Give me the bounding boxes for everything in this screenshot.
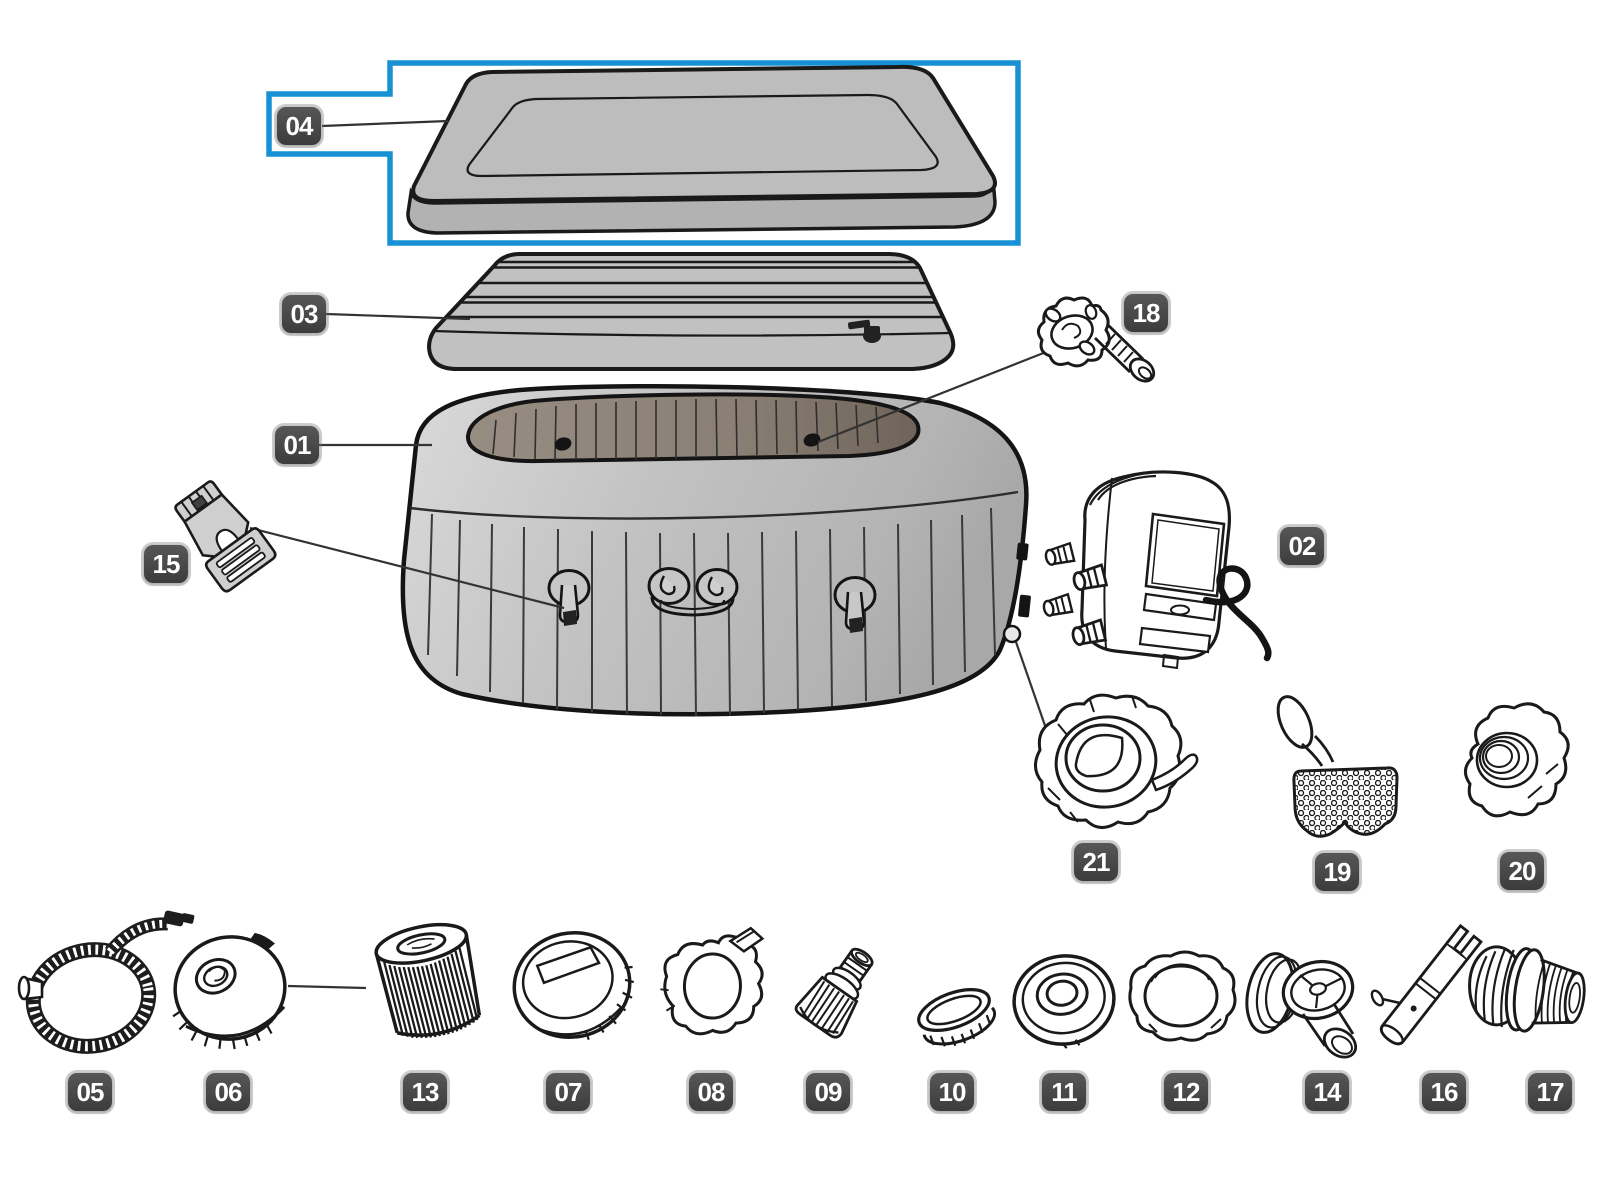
part-02-pump-drawing [1042, 470, 1272, 670]
part-20-nut-drawing [1464, 702, 1570, 818]
tub-jet-hole-right [803, 433, 821, 447]
part-08-clamp-ring-drawing [660, 926, 765, 1036]
pump-power-cable [1202, 565, 1272, 662]
leader-04 [321, 119, 449, 128]
part-badge-13[interactable]: 13 [403, 1073, 447, 1111]
part-badge-20[interactable]: 20 [1500, 852, 1544, 890]
leader-03 [325, 312, 471, 321]
part-05-hose-drawing [17, 910, 195, 1054]
part-18-jet-drawing [1037, 296, 1156, 383]
part-13-filter-cartridge-drawing [374, 922, 482, 1039]
part-10-stopper-ring-drawing [917, 988, 997, 1047]
leader-lines [249, 119, 1052, 990]
part-21-coupling-drawing [1034, 693, 1199, 829]
part-17-threaded-connector-drawing [1468, 945, 1586, 1033]
part-04-lid-top-cover-drawing[interactable] [406, 64, 997, 235]
part-badge-12[interactable]: 12 [1164, 1073, 1208, 1111]
tub-drain-port [1002, 624, 1022, 644]
part-09-hose-adapter-drawing [794, 947, 874, 1039]
part-07-screw-cap-drawing [512, 930, 635, 1041]
part-badge-11[interactable]: 11 [1042, 1073, 1086, 1111]
part-badge-03[interactable]: 03 [282, 295, 326, 333]
leader-21 [1014, 641, 1052, 741]
tub-side-ports [1016, 542, 1031, 618]
part-badge-21[interactable]: 21 [1074, 843, 1118, 881]
highlight-callout-04[interactable] [266, 60, 1021, 246]
part-19-pillow-drawing [1276, 695, 1399, 838]
part-badge-06[interactable]: 06 [206, 1073, 250, 1111]
part-15-buckle-drawing [174, 480, 277, 593]
part-12-lock-nut-drawing [1128, 950, 1237, 1042]
part-03-lid-bladder-drawing [426, 252, 956, 371]
part-badge-10[interactable]: 10 [930, 1073, 974, 1111]
pump-ports [1042, 541, 1109, 646]
part-14-elbow-strainer-drawing [1245, 952, 1358, 1059]
part-01-tub-drawing [400, 384, 1031, 717]
part-06-filter-cap-drawing [172, 932, 287, 1050]
part-11-grommet-drawing [1012, 954, 1116, 1049]
part-badge-19[interactable]: 19 [1315, 853, 1359, 891]
bladder-valve [847, 319, 881, 343]
tub-strap-loop-left [547, 569, 591, 626]
tub-carry-handle [647, 567, 739, 617]
part-badge-05[interactable]: 05 [68, 1073, 112, 1111]
part-badge-17[interactable]: 17 [1528, 1073, 1572, 1111]
part-badge-02[interactable]: 02 [1280, 527, 1324, 565]
part-badge-14[interactable]: 14 [1305, 1073, 1349, 1111]
tub-jet-hole-left [554, 437, 572, 451]
leader-15 [249, 526, 565, 610]
leader-18 [817, 350, 1047, 444]
part-badge-01[interactable]: 01 [275, 426, 319, 464]
leader-06-13 [287, 984, 367, 990]
part-16-wrench-tool-drawing [1370, 923, 1483, 1046]
part-badge-16[interactable]: 16 [1422, 1073, 1466, 1111]
tub-strap-loop-right [833, 576, 877, 633]
part-badge-04[interactable]: 04 [277, 107, 321, 145]
part-badge-07[interactable]: 07 [546, 1073, 590, 1111]
part-badge-15[interactable]: 15 [144, 545, 188, 583]
part-badge-08[interactable]: 08 [689, 1073, 733, 1111]
part-badge-09[interactable]: 09 [806, 1073, 850, 1111]
part-badge-18[interactable]: 18 [1124, 294, 1168, 332]
